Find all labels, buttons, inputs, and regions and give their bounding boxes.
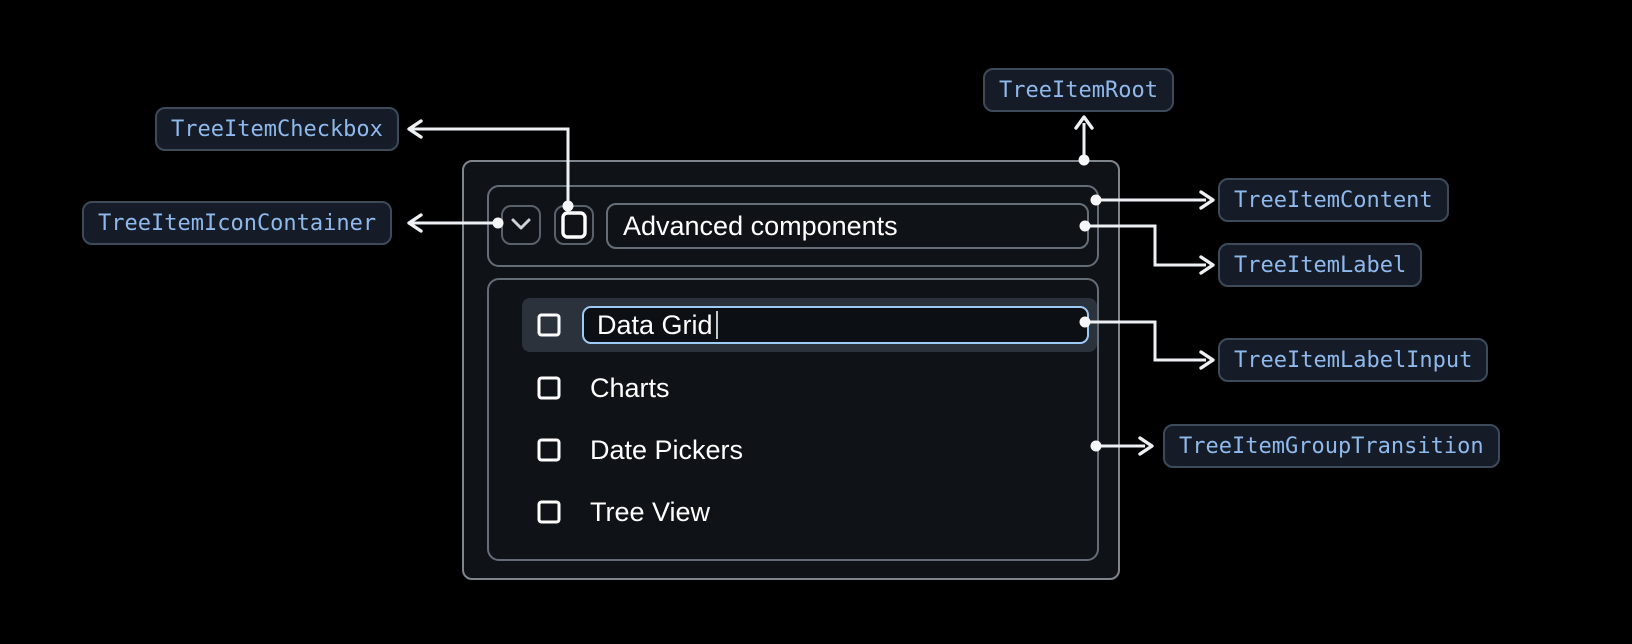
tree-row-charts[interactable]: Charts xyxy=(522,361,1097,415)
annotation-tree-item-label-input: TreeItemLabelInput xyxy=(1218,338,1489,382)
annotation-tree-item-icon-container: TreeItemIconContainer xyxy=(82,201,393,245)
tree-row-tree-view[interactable]: Tree View xyxy=(522,485,1097,539)
checkbox-unchecked-icon[interactable] xyxy=(537,500,561,524)
checkbox-unchecked-icon[interactable] xyxy=(537,438,561,462)
annotation-tree-item-checkbox: TreeItemCheckbox xyxy=(155,107,399,151)
annotation-tree-item-group-transition: TreeItemGroupTransition xyxy=(1163,424,1500,468)
label-input-value: Data Grid xyxy=(597,309,713,340)
tree-item-root: Advanced components Data Grid Charts xyxy=(462,160,1120,580)
connector-root xyxy=(1074,115,1094,166)
tree-row-label: Date Pickers xyxy=(590,434,744,465)
chevron-down-icon xyxy=(511,218,531,230)
tree-row-date-pickers[interactable]: Date Pickers xyxy=(522,423,1097,477)
tree-item-label: Advanced components xyxy=(606,203,1089,249)
annotation-tree-item-content: TreeItemContent xyxy=(1218,178,1449,222)
annotation-tree-item-root: TreeItemRoot xyxy=(983,68,1174,112)
checkbox-unchecked-icon[interactable] xyxy=(537,313,561,337)
tree-row-label: Charts xyxy=(590,372,670,403)
tree-item-group-transition: Data Grid Charts Date Pickers xyxy=(487,278,1099,561)
tree-row-editing[interactable]: Data Grid xyxy=(522,298,1097,352)
annotation-tree-item-label: TreeItemLabel xyxy=(1218,243,1423,287)
checkbox-unchecked-icon xyxy=(561,211,587,239)
tree-item-label-text: Advanced components xyxy=(623,210,898,241)
checkbox-unchecked-icon[interactable] xyxy=(537,376,561,400)
text-caret xyxy=(715,311,719,339)
tree-row-label: Tree View xyxy=(590,496,711,527)
tree-item-content[interactable]: Advanced components xyxy=(487,185,1099,267)
tree-item-label-input[interactable]: Data Grid xyxy=(582,306,1089,344)
tree-item-checkbox[interactable] xyxy=(554,205,594,245)
tree-item-icon-container[interactable] xyxy=(501,205,541,245)
